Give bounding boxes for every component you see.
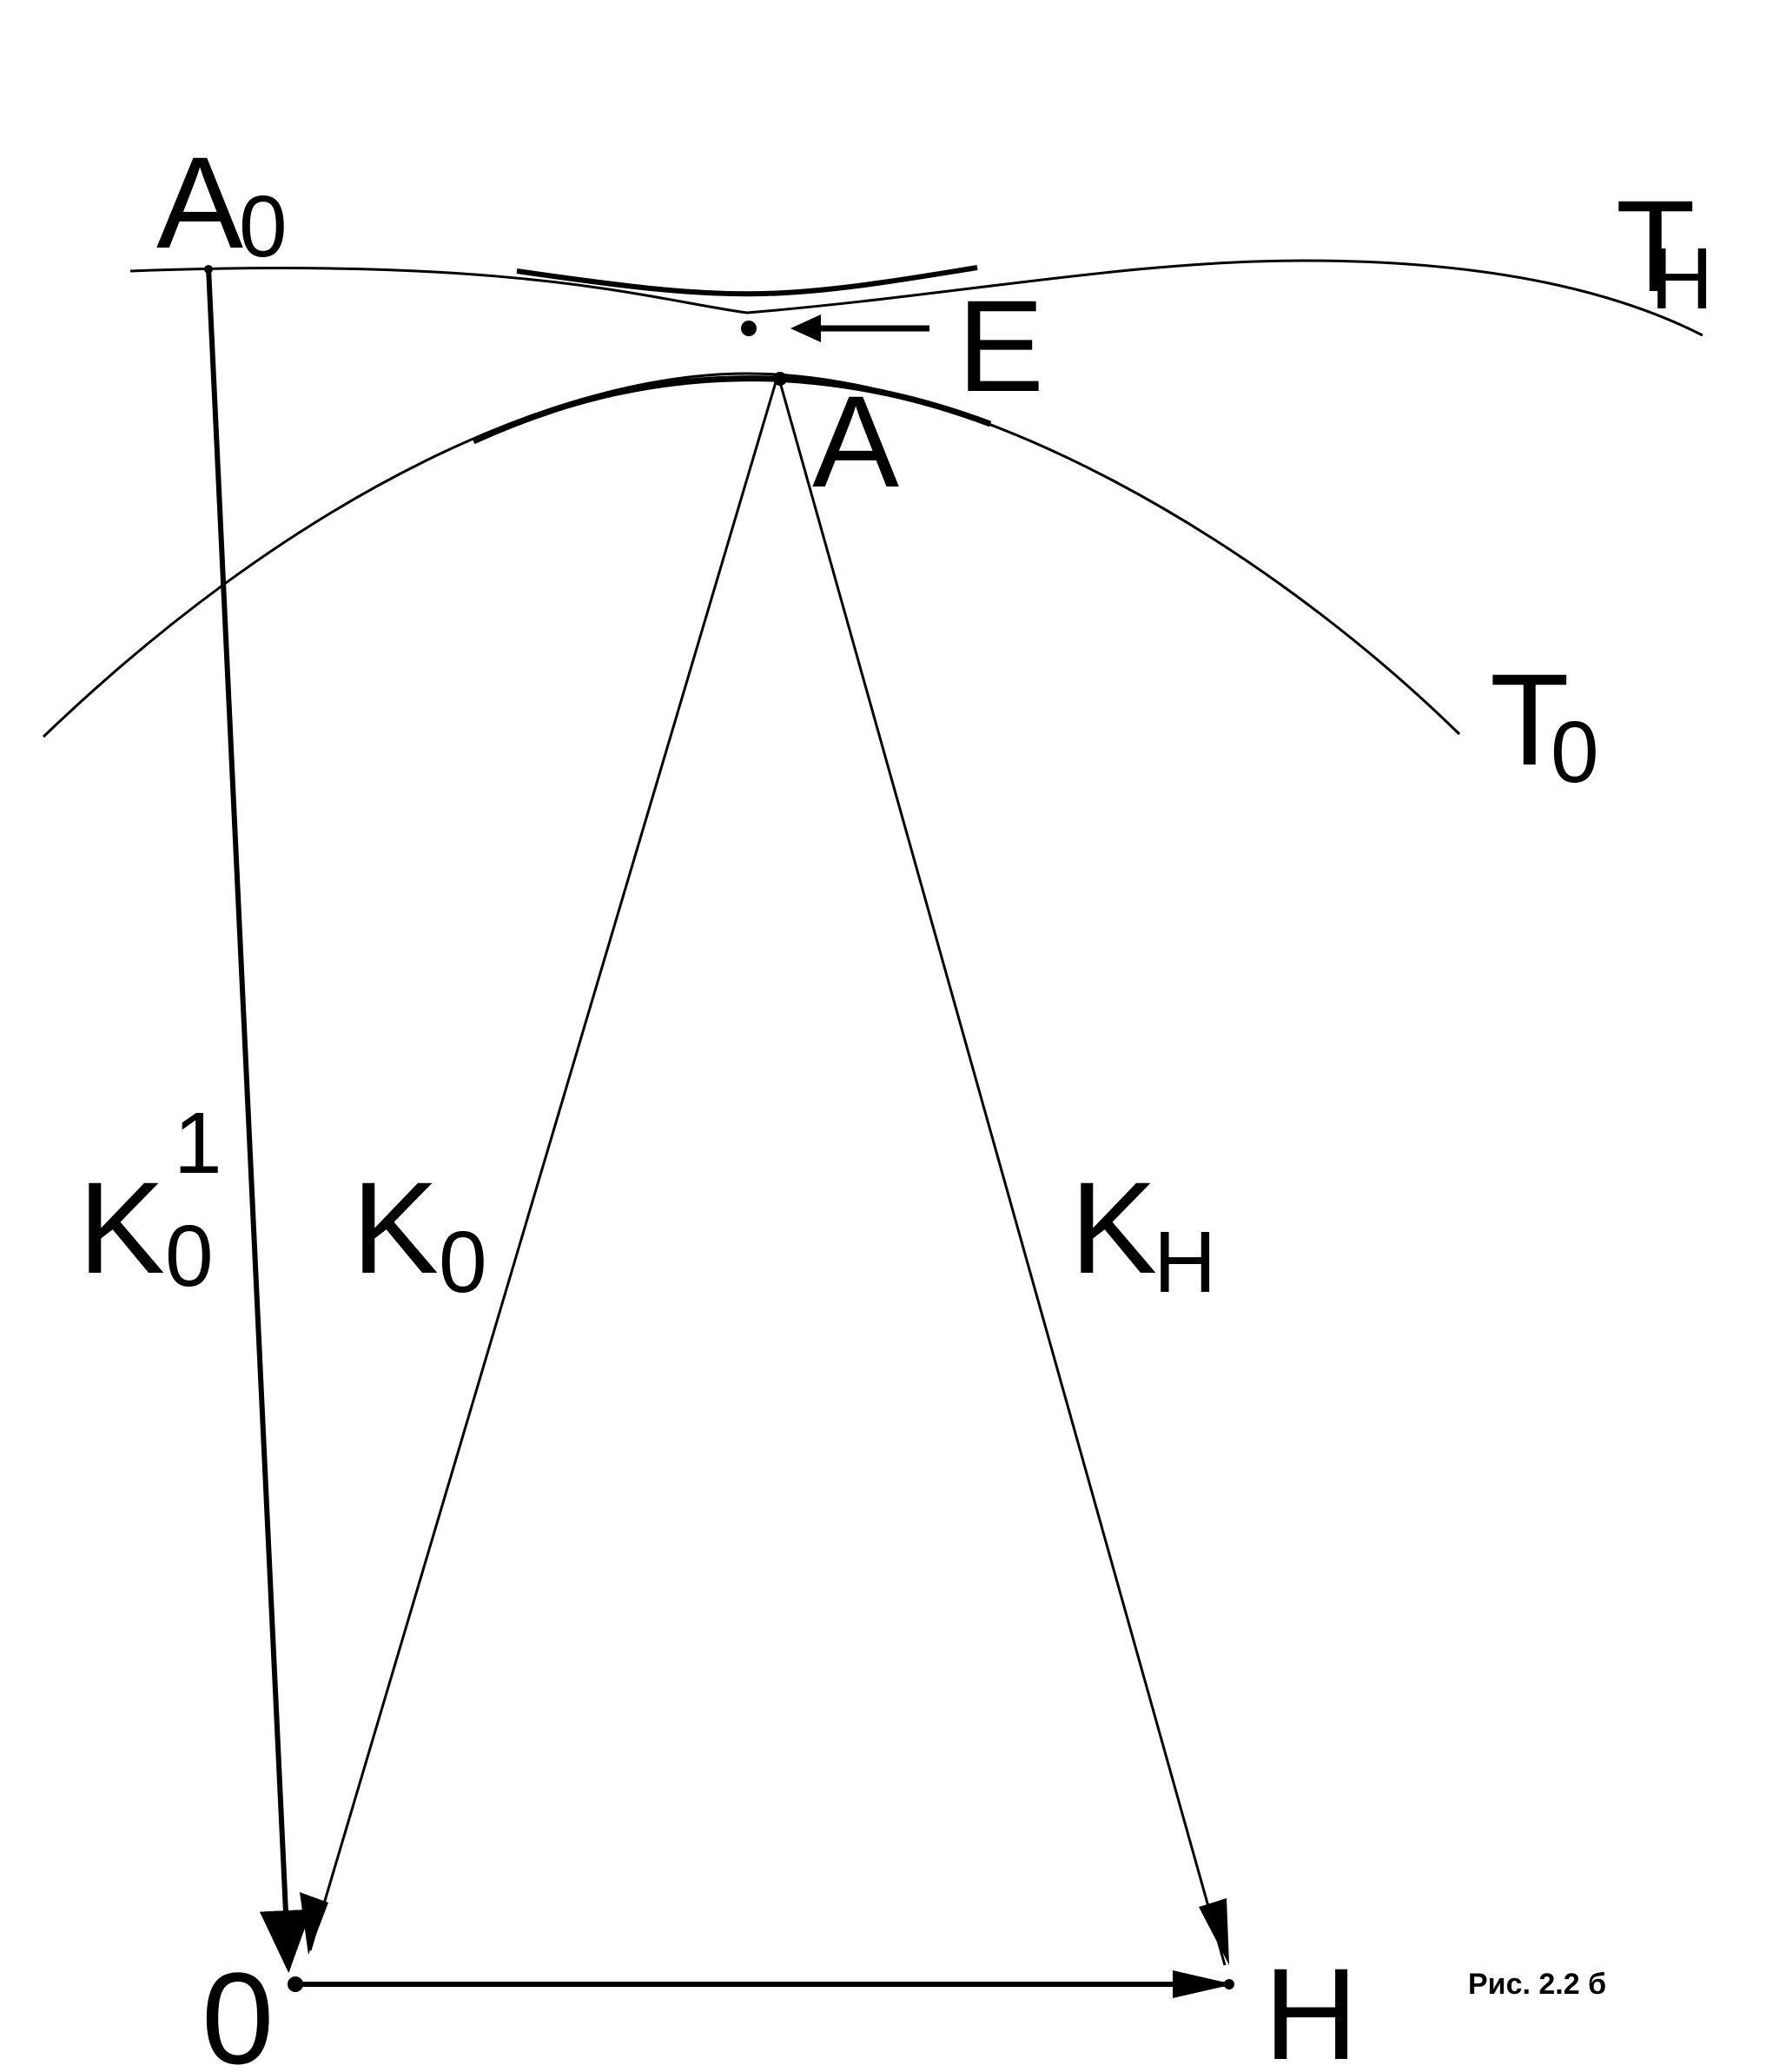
label-e: E bbox=[957, 273, 1044, 419]
arrowhead-oh bbox=[1173, 1970, 1234, 1998]
label-th: TH bbox=[1616, 173, 1713, 328]
vector-kh bbox=[778, 381, 1227, 1966]
pointer-e-head bbox=[790, 314, 821, 342]
point-a0 bbox=[204, 265, 213, 274]
curve-th bbox=[129, 259, 1703, 337]
curve-t0 bbox=[42, 372, 1461, 738]
point-a bbox=[773, 372, 787, 386]
point-o bbox=[288, 1976, 303, 1992]
label-o: 0 bbox=[202, 1945, 274, 2072]
label-a0: A0 bbox=[156, 129, 288, 275]
point-e bbox=[741, 321, 757, 336]
label-a: A bbox=[812, 368, 899, 514]
label-kh: KH bbox=[1070, 1155, 1216, 1311]
tangent-arc-lower bbox=[472, 375, 992, 445]
point-h bbox=[1224, 1979, 1234, 1989]
vector-k0 bbox=[308, 381, 777, 1951]
vector-k01 bbox=[206, 267, 312, 1973]
arrowhead-k01 bbox=[271, 1916, 304, 1972]
label-k01: K01 bbox=[78, 1095, 222, 1305]
label-k0: K0 bbox=[352, 1155, 487, 1311]
caption: Рис. 2.2 б bbox=[1468, 1968, 1606, 2001]
arrowhead-kh bbox=[1199, 1898, 1229, 1965]
arrowhead-k0 bbox=[300, 1892, 328, 1955]
label-t0: T0 bbox=[1490, 646, 1599, 801]
tangent-arc-upper bbox=[516, 265, 978, 297]
label-h: H bbox=[1264, 1941, 1358, 2072]
